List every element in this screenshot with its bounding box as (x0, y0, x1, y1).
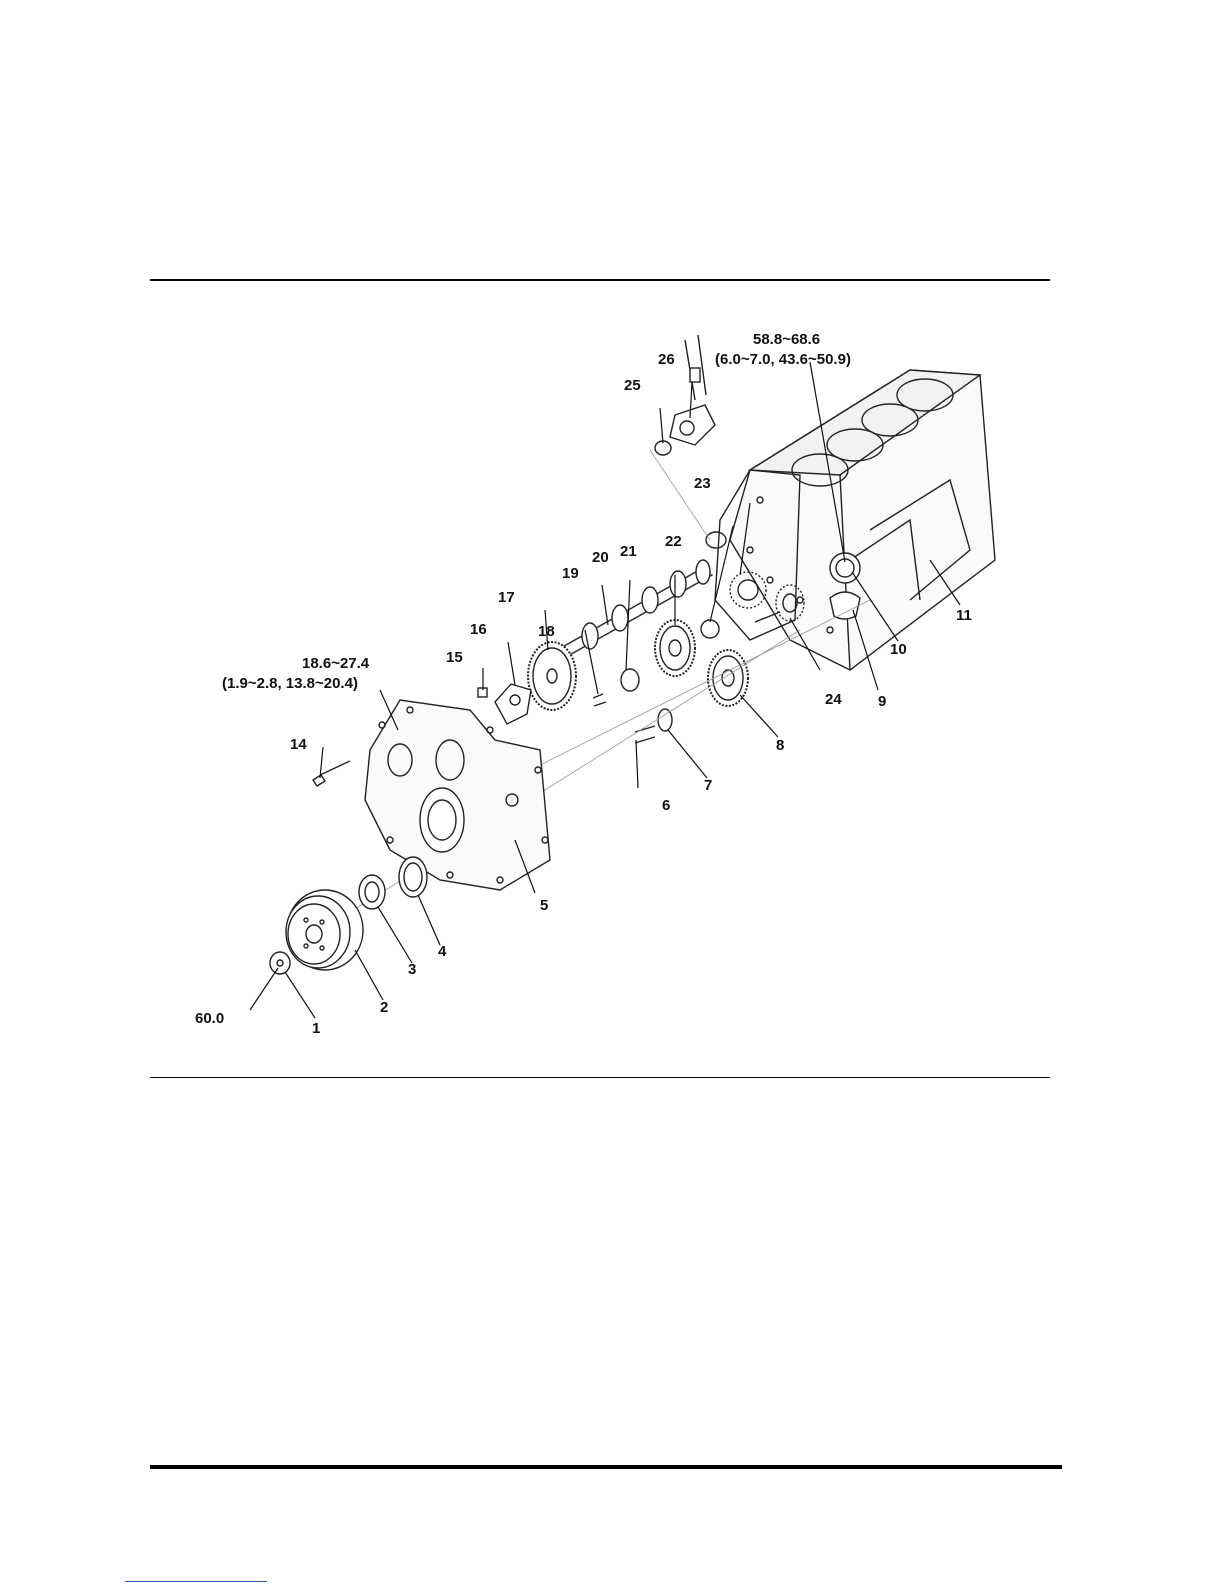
callout-17: 17 (498, 589, 515, 606)
bottom-rule (150, 1077, 1050, 1078)
torque-pump-gear-line2: (6.0~7.0, 43.6~50.9) (715, 351, 851, 368)
callout-2: 2 (380, 999, 388, 1016)
callout-26: 26 (658, 351, 675, 368)
callout-15: 15 (446, 649, 463, 666)
callout-24: 24 (825, 691, 842, 708)
crankshaft-pulley (286, 890, 363, 970)
callout-6: 6 (662, 797, 670, 814)
water-pump (670, 335, 715, 445)
callout-5: 5 (540, 897, 548, 914)
callout-22: 22 (665, 533, 682, 550)
callout-8: 8 (776, 737, 784, 754)
camshaft-gear (528, 642, 576, 710)
callout-7: 7 (704, 777, 712, 794)
callout-14: 14 (290, 736, 307, 753)
torque-cover-bolt-line2: (1.9~2.8, 13.8~20.4) (222, 675, 358, 692)
o-ring (655, 441, 671, 455)
footer-rule (150, 1465, 1062, 1469)
top-rule (150, 279, 1050, 281)
bushing (701, 620, 719, 638)
spacer (359, 875, 385, 909)
timing-gear-case (365, 700, 550, 890)
bolt (593, 694, 603, 698)
torque-cover-bolt-line1: 18.6~27.4 (302, 655, 370, 672)
callout-21: 21 (620, 543, 637, 560)
diagram-svg: 1 2 3 4 5 6 7 8 9 10 11 14 15 16 17 18 1… (150, 300, 1060, 1060)
idler-gear (655, 620, 695, 676)
cylinder-block (730, 370, 995, 670)
callout-1: 1 (312, 1020, 320, 1037)
callout-25: 25 (624, 377, 641, 394)
callout-18: 18 (538, 623, 555, 640)
callout-4: 4 (438, 943, 447, 960)
plate-7 (658, 709, 672, 731)
callout-23: 23 (694, 475, 711, 492)
callout-20: 20 (592, 549, 609, 566)
callout-16: 16 (470, 621, 487, 638)
torque-crank-bolt: 60.0 (195, 1010, 224, 1027)
footnote-rule (125, 1581, 267, 1582)
crankshaft-bolt (270, 952, 290, 974)
timing-pin (320, 761, 350, 775)
callout-10: 10 (890, 641, 907, 658)
callout-3: 3 (408, 961, 416, 978)
timing-gear-exploded-diagram: 1 2 3 4 5 6 7 8 9 10 11 14 15 16 17 18 1… (150, 300, 1060, 1060)
callout-11: 11 (956, 607, 972, 624)
idler-plate (621, 669, 639, 691)
torque-pump-gear-line1: 58.8~68.6 (753, 331, 820, 348)
callout-9: 9 (878, 693, 886, 710)
callout-19: 19 (562, 565, 579, 582)
